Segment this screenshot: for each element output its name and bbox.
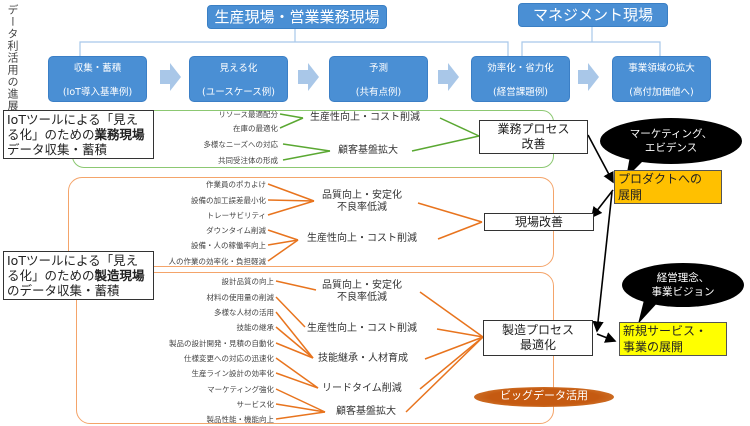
manufacturing-item: 設計品質の向上 bbox=[221, 277, 275, 286]
note-text: IoTツールによる「見える化」のための bbox=[7, 112, 139, 142]
process-text: 最適化 bbox=[519, 338, 556, 352]
outcome-text: 新規サービス・ bbox=[623, 324, 708, 338]
site-process-box: 現場改善 bbox=[484, 213, 594, 231]
bigdata-oval: ビッグデータ活用 bbox=[474, 387, 614, 407]
process-text: 改善 bbox=[521, 137, 546, 151]
site-item: 設備・人の稼働率向上 bbox=[191, 241, 266, 250]
manufacturing-note: IoTツールによる「見える化」のための製造現場 のデータ収集・蓄積 bbox=[3, 251, 154, 300]
mid-text: 不良率低減 bbox=[337, 202, 387, 213]
business-process-box: 業務プロセス 改善 bbox=[479, 120, 588, 154]
stage-title: 見える化 bbox=[219, 63, 258, 74]
business-item: 多様なニーズへの対応 bbox=[203, 140, 278, 149]
process-text: 業務プロセス bbox=[497, 122, 570, 136]
mid-text: 品質向上・安定化 bbox=[322, 190, 402, 201]
site-item: トレーサビリティ bbox=[206, 211, 266, 220]
product-bubble: マーケティング、 エビデンス bbox=[600, 118, 742, 164]
stage-sub: (経営課題例) bbox=[493, 87, 548, 98]
service-outcome-box: 新規サービス・ 事業の展開 bbox=[619, 322, 727, 356]
stage-title: 効率化・省力化 bbox=[487, 63, 554, 74]
manufacturing-item: 製品の設計開発・見積の自動化 bbox=[169, 339, 274, 348]
stage-expansion: 事業領域の拡大 (高付加価値へ) bbox=[612, 56, 711, 102]
stage-visualize: 見える化 (ユースケース例) bbox=[189, 56, 288, 102]
data-utilization-progress-label: データ利活用の進展 bbox=[6, 4, 19, 112]
mid-text: 品質向上・安定化 bbox=[322, 280, 402, 291]
product-outcome-box: プロダクトへの 展開 bbox=[614, 170, 722, 204]
manufacturing-item: 生産ライン設計の効率化 bbox=[191, 369, 275, 378]
stage-title: 予測 bbox=[368, 63, 388, 74]
stage-sub: (IoT導入基準例) bbox=[62, 87, 133, 98]
site-item: 人の作業の効率化・負担軽減 bbox=[168, 257, 267, 266]
site-item: 作業員のポカよけ bbox=[206, 180, 266, 189]
service-bubble: 経営理念、 事業ビジョン bbox=[622, 263, 744, 307]
stage-title: 事業領域の拡大 bbox=[628, 63, 695, 74]
note-bold: 製造現場 bbox=[94, 268, 145, 283]
manufacturing-item: 仕様変更への対応の迅速化 bbox=[184, 354, 274, 363]
note-bold: 業務現場 bbox=[94, 127, 145, 142]
outcome-text: プロダクトへの bbox=[618, 172, 703, 186]
business-mid: 生産性向上・コスト削減 bbox=[310, 112, 420, 123]
note-text: のデータ収集・蓄積 bbox=[7, 283, 120, 298]
manufacturing-mid: 顧客基盤拡大 bbox=[336, 406, 396, 417]
flow-arrows bbox=[587, 134, 617, 343]
stage-sub: (高付加価値へ) bbox=[629, 87, 694, 98]
bubble-text: 経営理念、 bbox=[656, 272, 710, 284]
bubble-text: エビデンス bbox=[644, 142, 698, 154]
manufacturing-item: 材料の使用量の削減 bbox=[206, 293, 275, 302]
stage-arrow-4 bbox=[578, 63, 599, 91]
manufacturing-mid: 技能継承・人材育成 bbox=[318, 353, 408, 364]
manufacturing-mid-quality: 品質向上・安定化 不良率低減 bbox=[322, 280, 402, 304]
business-item: リソース最適配分 bbox=[218, 110, 278, 119]
service-bubble-tail bbox=[638, 300, 660, 324]
stage-sub: (ユースケース例) bbox=[202, 87, 275, 98]
manufacturing-process-box: 製造プロセス 最適化 bbox=[483, 320, 593, 356]
business-mid: 顧客基盤拡大 bbox=[338, 145, 398, 156]
site-mid-productivity: 生産性向上・コスト削減 bbox=[307, 233, 417, 244]
stage-efficiency: 効率化・省力化 (経営課題例) bbox=[471, 56, 570, 102]
outcome-text: 事業の展開 bbox=[623, 340, 684, 354]
stage-title: 収集・蓄積 bbox=[73, 63, 122, 74]
business-item: 在庫の最適化 bbox=[233, 124, 278, 133]
manufacturing-item: 製品性能・機能向上 bbox=[206, 415, 275, 424]
manufacturing-item: サービス化 bbox=[236, 400, 275, 409]
bubble-text: マーケティング、 bbox=[629, 128, 713, 140]
manufacturing-mid: リードタイム削減 bbox=[322, 383, 402, 394]
stage-predict: 予測 (共有点例) bbox=[329, 56, 428, 102]
stage-arrow-1 bbox=[160, 63, 181, 91]
site-mid-quality: 品質向上・安定化 不良率低減 bbox=[322, 190, 402, 214]
business-note: IoTツールによる「見える化」のための業務現場 データ収集・蓄積 bbox=[3, 110, 154, 159]
process-text: 製造プロセス bbox=[501, 323, 574, 337]
header-field: 生産現場・営業業務現場 bbox=[207, 5, 387, 29]
stage-arrow-2 bbox=[298, 63, 319, 91]
stage-collect: 収集・蓄積 (IoT導入基準例) bbox=[48, 56, 147, 102]
bubble-text: 事業ビジョン bbox=[651, 286, 715, 298]
site-item: ダウンタイム削減 bbox=[206, 226, 266, 235]
mid-text: 不良率低減 bbox=[337, 292, 387, 303]
business-item: 共同受注体の形成 bbox=[218, 156, 278, 165]
outcome-text: 展開 bbox=[618, 188, 643, 202]
manufacturing-mid: 生産性向上・コスト削減 bbox=[307, 323, 417, 334]
site-item: 設備の加工誤差最小化 bbox=[191, 196, 266, 205]
manufacturing-item: 技能の継承 bbox=[236, 323, 275, 332]
stage-arrow-3 bbox=[438, 63, 459, 91]
manufacturing-item: 多様な人材の活用 bbox=[214, 308, 274, 317]
note-text: IoTツールによる「見える化」のための bbox=[7, 253, 139, 283]
stage-sub: (共有点例) bbox=[355, 87, 402, 98]
header-management: マネジメント現場 bbox=[518, 3, 668, 27]
note-text: データ収集・蓄積 bbox=[7, 142, 108, 157]
manufacturing-item: マーケティング強化 bbox=[207, 385, 274, 394]
